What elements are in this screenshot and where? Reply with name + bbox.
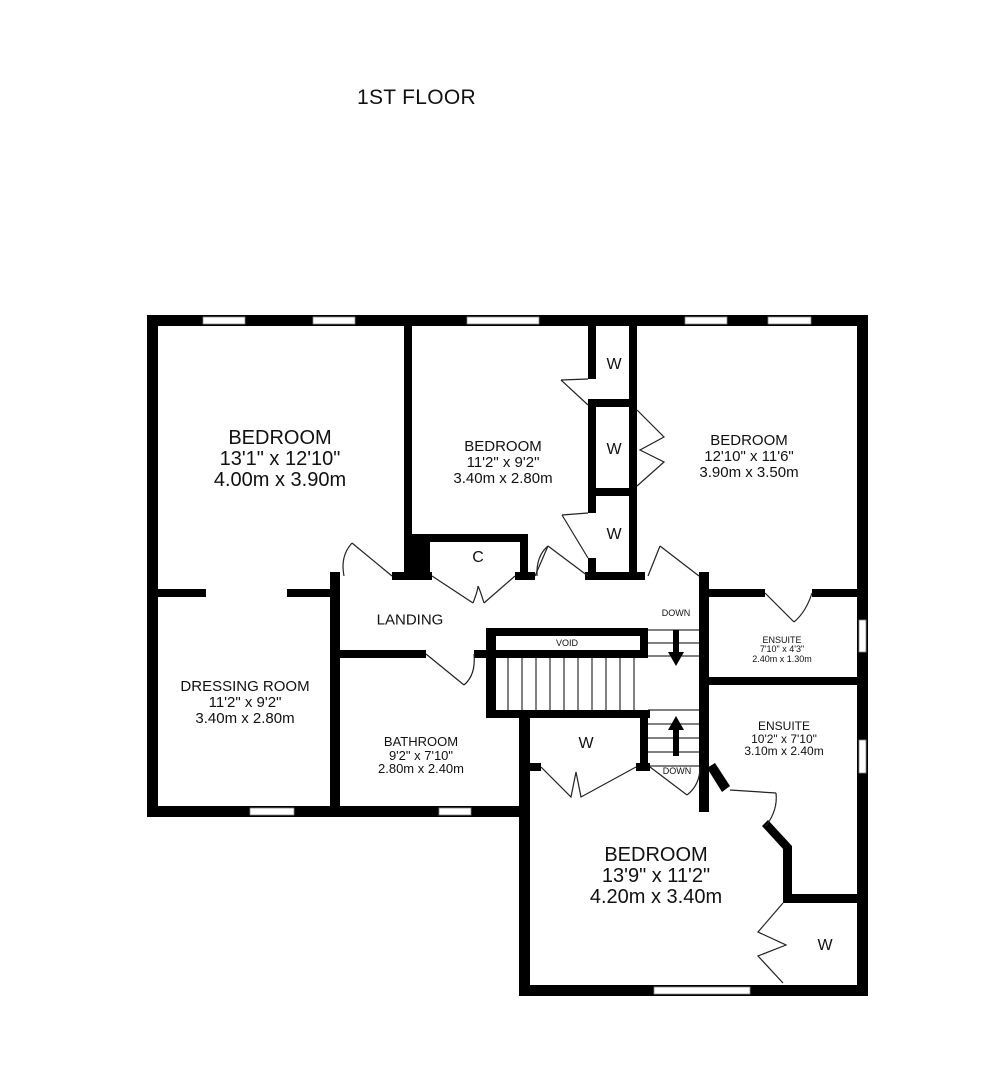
room-dimensions-metric: 3.10m x 2.40m xyxy=(744,744,824,759)
room-dimensions-metric: 3.40m x 2.80m xyxy=(453,469,553,487)
wardrobe-label-3: W xyxy=(606,526,622,543)
room-name: BEDROOM xyxy=(464,438,542,455)
room-dimensions-metric: 2.40m x 1.30m xyxy=(752,653,812,664)
stairs-down-label-2: DOWN xyxy=(662,766,692,776)
room-dimensions-imperial: 12'10" x 11'6" xyxy=(704,447,794,465)
wardrobe-label-5: W xyxy=(817,937,833,954)
room-bedroom-1: BEDROOM 13'1" x 12'10" 4.00m x 3.90m xyxy=(214,428,346,491)
stairs-down-label-1: DOWN xyxy=(661,608,691,618)
room-bathroom: BATHROOM 9'2" x 7'10" 2.80m x 2.40m xyxy=(378,735,464,776)
room-name: BEDROOM xyxy=(228,427,332,449)
cupboard-label: C xyxy=(472,549,484,566)
room-landing: LANDING xyxy=(376,611,444,629)
windows xyxy=(202,316,867,995)
room-dimensions-imperial: 11'2" x 9'2" xyxy=(466,453,540,471)
floor-title: 1ST FLOOR xyxy=(357,86,477,109)
wardrobe-label-4: W xyxy=(578,735,594,752)
doors xyxy=(342,378,813,984)
wardrobe-label-2: W xyxy=(606,441,622,458)
room-dimensions-imperial: 7'10" x 4'3" xyxy=(759,644,805,655)
room-dimensions-imperial: 9'2" x 7'10" xyxy=(388,747,454,763)
room-name: BEDROOM xyxy=(710,432,788,449)
room-ensuite-1: ENSUITE 7'10" x 4'3" 2.40m x 1.30m xyxy=(752,635,812,664)
stair-arrows xyxy=(668,630,684,756)
room-dressing-room: DRESSING ROOM 11'2" x 9'2" 3.40m x 2.80m xyxy=(180,679,309,726)
void-label: VOID xyxy=(555,638,579,648)
room-dimensions-imperial: 10'2" x 7'10" xyxy=(751,731,817,746)
room-bedroom-2: BEDROOM 11'2" x 9'2" 3.40m x 2.80m xyxy=(453,439,552,486)
room-dimensions-metric: 2.80m x 2.40m xyxy=(378,761,464,777)
room-dimensions-imperial: 11'2" x 9'2" xyxy=(208,693,282,711)
room-bedroom-4: BEDROOM 13'9" x 11'2" 4.20m x 3.40m xyxy=(590,845,722,908)
room-dimensions-imperial: 13'1" x 12'10" xyxy=(219,448,341,470)
room-bedroom-3: BEDROOM 12'10" x 11'6" 3.90m x 3.50m xyxy=(699,433,798,480)
room-name: BATHROOM xyxy=(383,734,459,749)
room-name: ENSUITE xyxy=(757,719,810,733)
room-dimensions-metric: 4.20m x 3.40m xyxy=(589,886,723,908)
room-name: ENSUITE xyxy=(762,635,802,645)
room-ensuite-2: ENSUITE 10'2" x 7'10" 3.10m x 2.40m xyxy=(744,720,823,758)
room-dimensions-metric: 3.40m x 2.80m xyxy=(195,709,295,727)
room-dimensions-metric: 3.90m x 3.50m xyxy=(699,463,799,481)
room-dimensions-metric: 4.00m x 3.90m xyxy=(213,469,347,491)
room-name: DRESSING ROOM xyxy=(180,678,310,695)
wardrobe-label-1: W xyxy=(606,356,622,373)
room-dimensions-imperial: 13'9" x 11'2" xyxy=(601,865,711,887)
room-name: BEDROOM xyxy=(604,844,708,866)
